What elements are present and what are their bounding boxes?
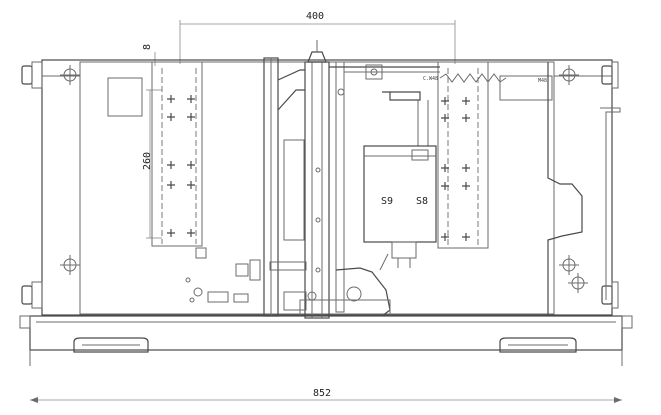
dimension-label-260: 260 bbox=[142, 152, 153, 170]
lower-linkage bbox=[269, 253, 391, 317]
dimension-8: 8 bbox=[142, 44, 156, 66]
mounting-hole-tr bbox=[559, 65, 579, 85]
bolt-grid-right bbox=[441, 97, 470, 241]
top-linkage bbox=[329, 64, 440, 146]
switch-label-s8: S8 bbox=[416, 196, 428, 207]
operating-mechanism bbox=[263, 40, 345, 319]
right-brackets bbox=[600, 61, 621, 309]
spring-tag-b: M48 bbox=[538, 78, 547, 84]
dimension-top-400: 400 bbox=[179, 11, 456, 64]
outer-frame bbox=[41, 59, 613, 316]
mounting-holes bbox=[60, 65, 588, 293]
bolt-grid-left bbox=[167, 95, 195, 237]
spring-tag-a: C.W48 bbox=[423, 76, 438, 82]
bottom-rail bbox=[19, 315, 633, 366]
dimension-label-8: 8 bbox=[142, 44, 153, 50]
mounting-hole-ml bbox=[60, 255, 80, 275]
mounting-hole-mr bbox=[559, 255, 579, 275]
right-handle[interactable] bbox=[499, 337, 577, 353]
dimension-bottom-852: 852 bbox=[30, 388, 622, 403]
dimension-label-852: 852 bbox=[313, 388, 331, 399]
inner-panel bbox=[107, 77, 143, 117]
left-handle[interactable] bbox=[73, 337, 149, 353]
switch-label-s9: S9 bbox=[381, 196, 393, 207]
dimension-label-400: 400 bbox=[306, 11, 324, 22]
mounting-hole-tl bbox=[60, 65, 80, 85]
mounting-hole-br bbox=[568, 273, 588, 293]
spring-assembly: C.W48 M48 bbox=[423, 73, 553, 101]
right-insulator-strip bbox=[437, 61, 489, 249]
dimension-left-260: 260 bbox=[142, 89, 162, 239]
left-insulator-strip bbox=[151, 61, 207, 259]
auxiliary-switch-block: S9 S8 bbox=[363, 145, 437, 268]
right-contour bbox=[547, 62, 583, 316]
small-components bbox=[185, 259, 261, 303]
left-brackets bbox=[21, 61, 43, 309]
